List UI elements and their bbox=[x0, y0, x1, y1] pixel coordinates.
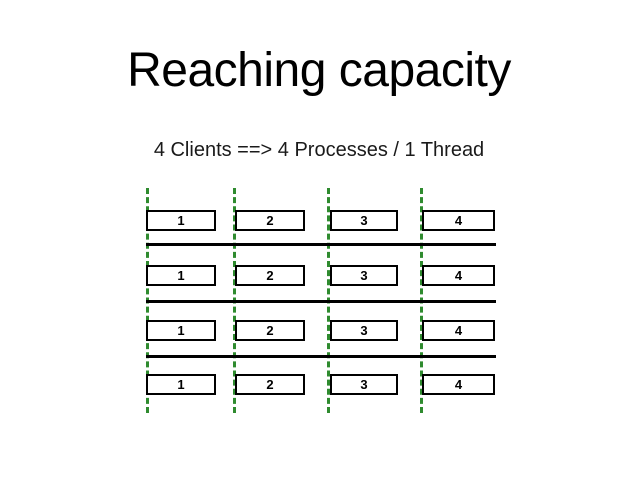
page-subtitle: 4 Clients ==> 4 Processes / 1 Thread bbox=[153, 139, 485, 161]
process-separator-1 bbox=[146, 243, 496, 246]
thread-box-r2c1: 1 bbox=[146, 265, 216, 286]
thread-box-r3c1: 1 bbox=[146, 320, 216, 341]
thread-box-r2c2: 2 bbox=[235, 265, 305, 286]
thread-box-r4c1: 1 bbox=[146, 374, 216, 395]
process-separator-2 bbox=[146, 300, 496, 303]
thread-box-r3c4: 4 bbox=[422, 320, 495, 341]
thread-box-r1c1: 1 bbox=[146, 210, 216, 231]
thread-box-r2c3: 3 bbox=[330, 265, 398, 286]
thread-box-r1c3: 3 bbox=[330, 210, 398, 231]
page-title: Reaching capacity bbox=[127, 44, 511, 97]
thread-box-r3c2: 2 bbox=[235, 320, 305, 341]
thread-box-r4c4: 4 bbox=[422, 374, 495, 395]
thread-box-r4c2: 2 bbox=[235, 374, 305, 395]
thread-box-r1c4: 4 bbox=[422, 210, 495, 231]
thread-box-r3c3: 3 bbox=[330, 320, 398, 341]
thread-box-r2c4: 4 bbox=[422, 265, 495, 286]
process-separator-3 bbox=[146, 355, 496, 358]
thread-box-r4c3: 3 bbox=[330, 374, 398, 395]
thread-box-r1c2: 2 bbox=[235, 210, 305, 231]
